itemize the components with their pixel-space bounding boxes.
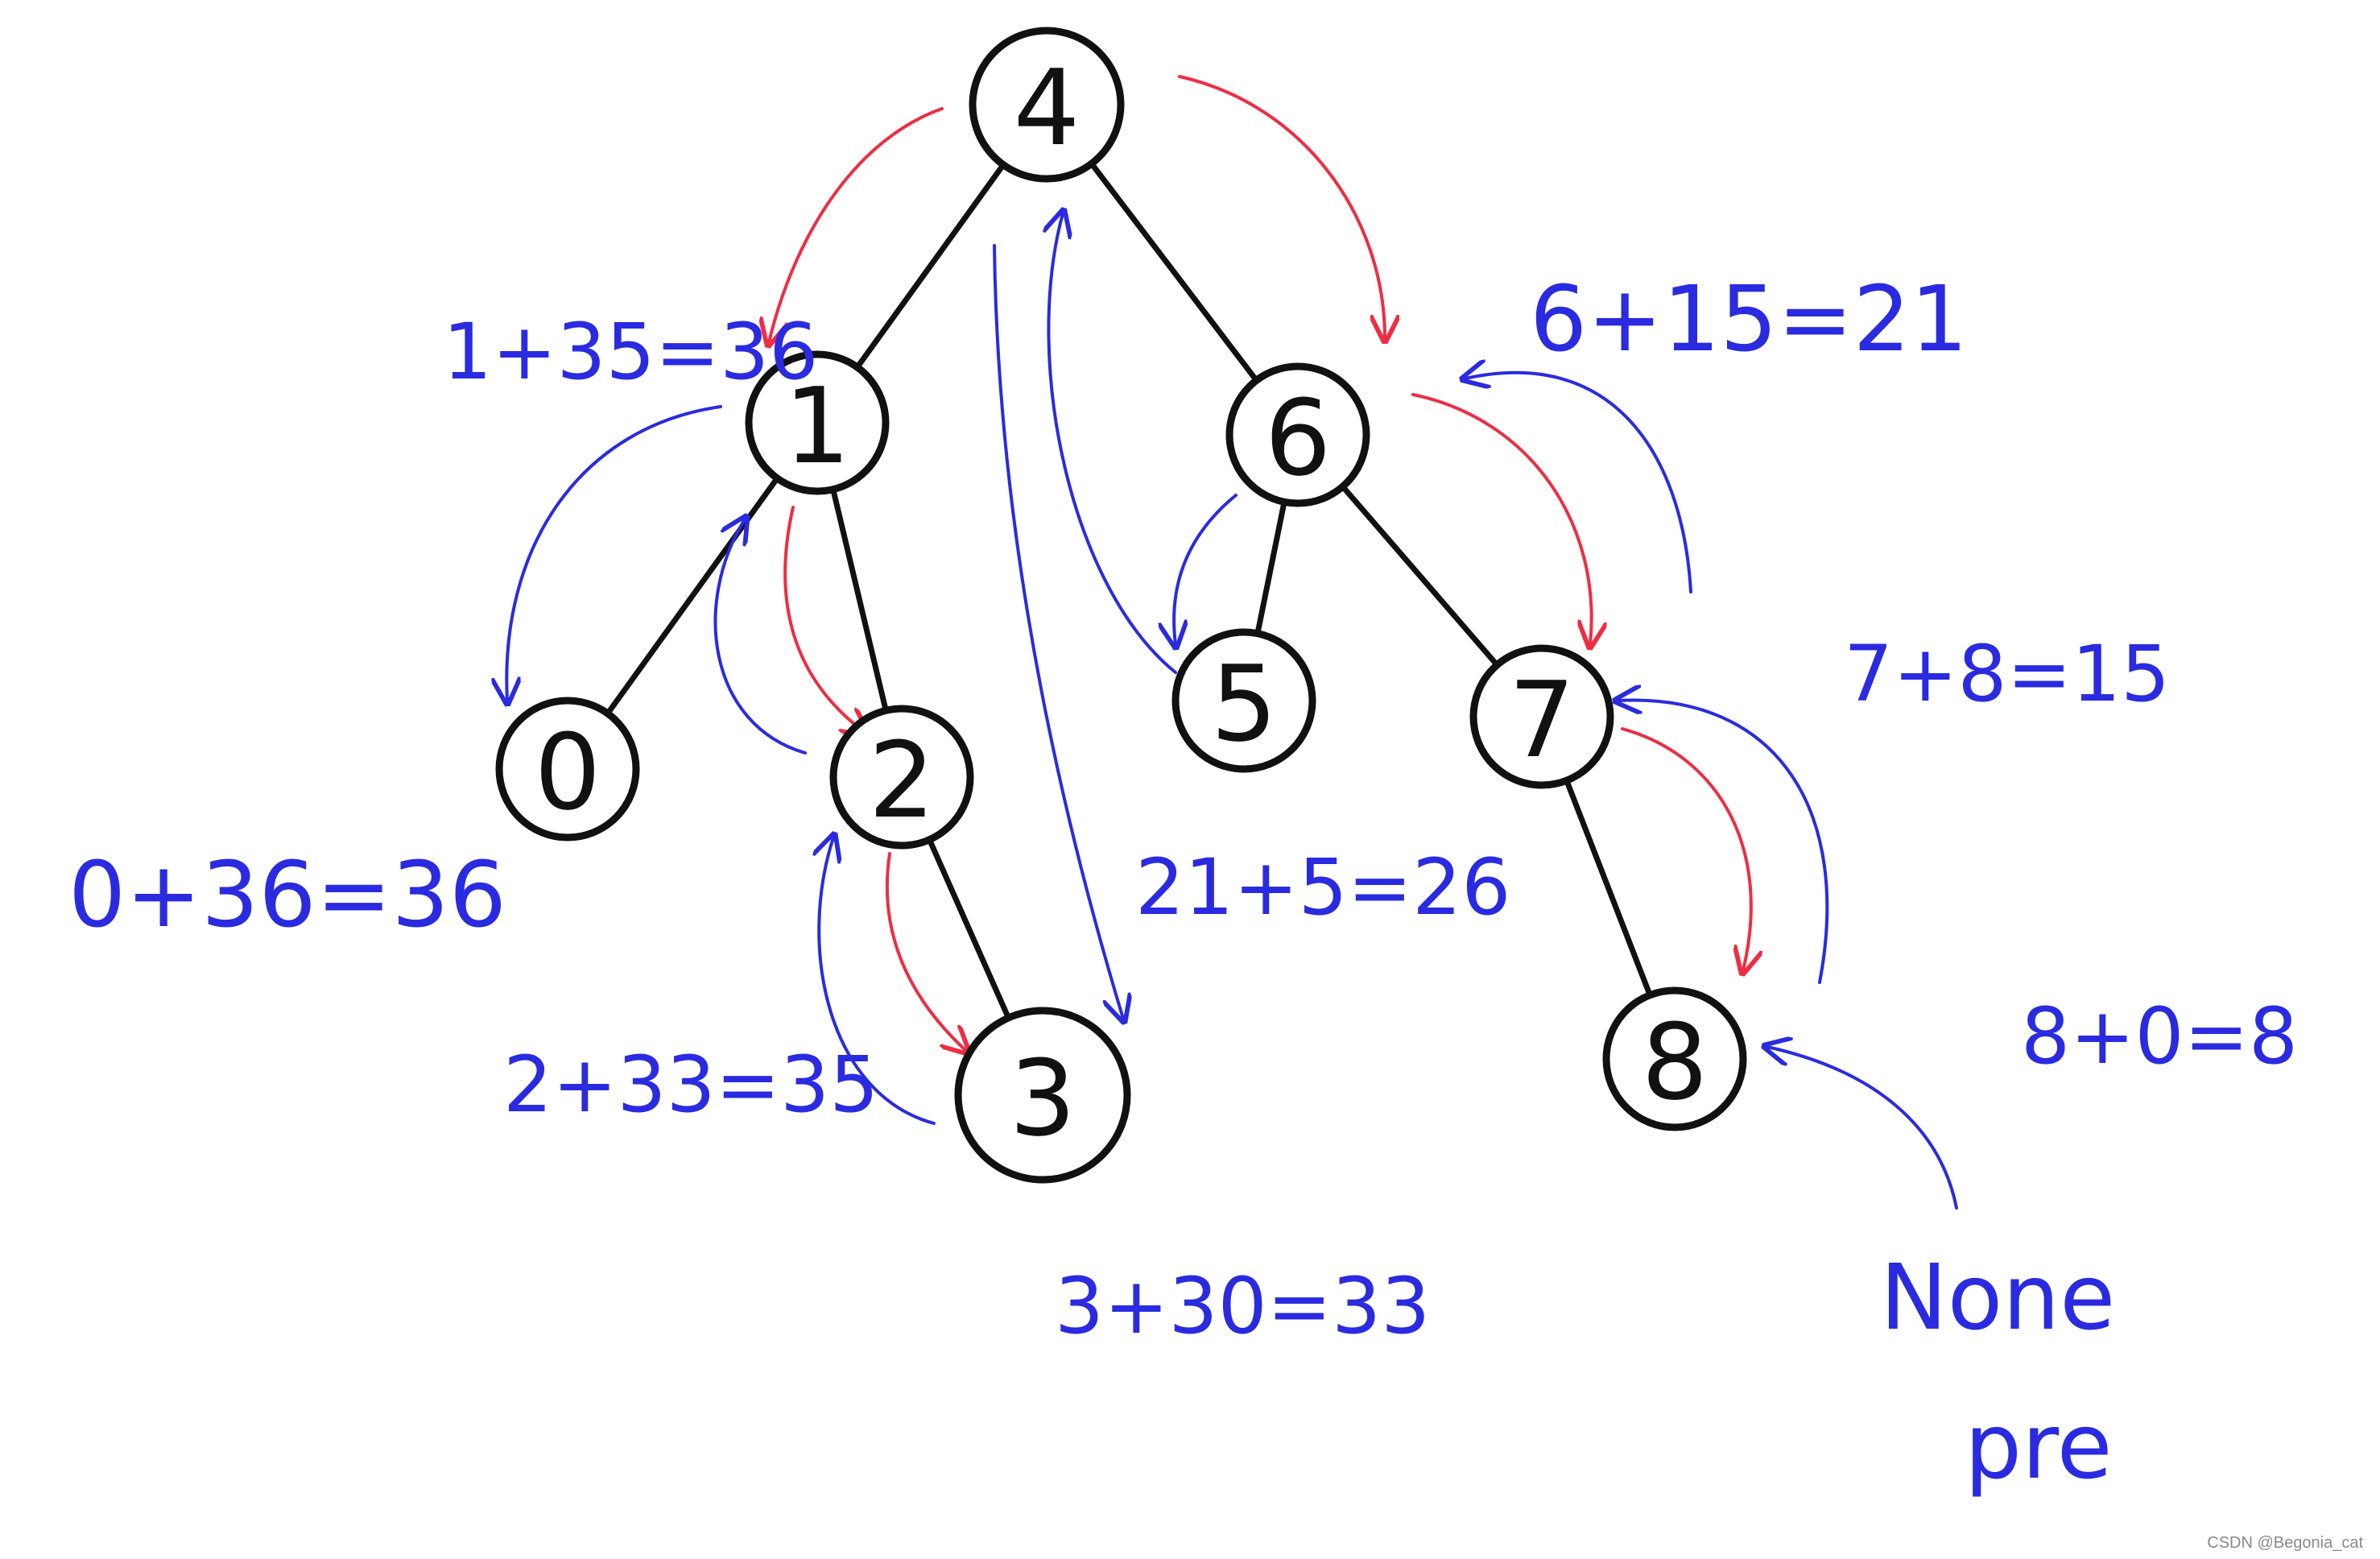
- annotation-node-5: 21+5=26: [1135, 842, 1510, 933]
- blue-arrow-5-to-4: [1048, 213, 1177, 674]
- node-label-4: 4: [1014, 47, 1081, 169]
- blue-arrow-4-to-3: [993, 244, 1123, 1019]
- red-arrow-1-to-2: [783, 506, 866, 733]
- node-circle-5: [1171, 628, 1316, 773]
- blue-arrow-8-to-7: [1618, 701, 1829, 984]
- red-arrow-4-to-1: [769, 107, 944, 342]
- edge-6-5: [1254, 498, 1287, 637]
- edge-7-8: [1564, 777, 1653, 999]
- node-8: 8: [1602, 986, 1747, 1131]
- node-circle-8: [1602, 986, 1747, 1131]
- red-arrow-7-to-8: [1621, 727, 1751, 970]
- edge-6-7: [1340, 483, 1500, 668]
- node-circle-7: [1469, 644, 1614, 789]
- node-circle-6: [1225, 362, 1370, 507]
- blue-arrow-1-to-0: [506, 405, 722, 701]
- none-label: None: [1880, 1246, 2115, 1350]
- node-circle-2: [829, 705, 974, 850]
- edge-1-2: [830, 486, 889, 713]
- annotation-node-0: 0+36=36: [68, 843, 506, 948]
- edge-1-0: [605, 475, 780, 717]
- node-5: 5: [1171, 628, 1316, 773]
- watermark: CSDN @Begonia_cat: [2207, 1534, 2363, 1552]
- node-label-1: 1: [784, 365, 851, 487]
- annotation-node-2: 2+33=35: [503, 1040, 878, 1130]
- blue-arrow-2-to-1: [713, 519, 807, 755]
- blue-arrow-7-to-6: [1465, 373, 1692, 593]
- blue-propagation-arrows: [506, 213, 1958, 1210]
- node-label-3: 3: [1010, 1037, 1076, 1160]
- node-0: 0: [495, 697, 640, 842]
- node-4: 4: [969, 27, 1125, 183]
- tree-nodes: 4 1 6 0 2 5 7 3 8: [495, 27, 1747, 1184]
- node-circle-4: [969, 27, 1125, 183]
- annotation-node-8: 8+0=8: [2021, 991, 2298, 1081]
- node-2: 2: [829, 705, 974, 850]
- annotation-node-1: 1+35=36: [443, 307, 818, 397]
- node-circle-0: [495, 697, 640, 842]
- node-1: 1: [745, 350, 890, 495]
- node-6: 6: [1225, 362, 1370, 507]
- blue-arrow-none-to-8: [1767, 1047, 1958, 1210]
- pre-label: pre: [1965, 1395, 2113, 1499]
- node-label-6: 6: [1265, 377, 1332, 499]
- sum-annotations: 1+35=36 0+36=36 2+33=35 3+30=33 21+5=26 …: [68, 267, 2298, 1499]
- node-label-7: 7: [1509, 659, 1576, 781]
- node-label-2: 2: [869, 719, 936, 842]
- node-label-5: 5: [1211, 643, 1278, 765]
- node-label-8: 8: [1642, 1001, 1709, 1123]
- annotation-node-3: 3+30=33: [1055, 1261, 1430, 1351]
- node-3: 3: [954, 1007, 1131, 1184]
- annotation-node-6: 6+15=21: [1530, 267, 1968, 372]
- annotation-node-7: 7+8=15: [1844, 629, 2170, 719]
- red-arrow-6-to-7: [1411, 393, 1592, 644]
- red-arrow-4-to-6: [1178, 75, 1385, 338]
- edge-2-3: [926, 837, 1011, 1021]
- node-circle-3: [954, 1007, 1131, 1184]
- edge-4-1: [854, 162, 1006, 370]
- blue-arrow-3-to-2: [819, 837, 936, 1125]
- edge-4-6: [1089, 160, 1260, 383]
- node-circle-1: [745, 350, 890, 495]
- node-7: 7: [1469, 644, 1614, 789]
- red-arrow-2-to-3: [885, 852, 966, 1051]
- red-traversal-arrows: [769, 75, 1751, 1051]
- node-label-0: 0: [535, 711, 601, 833]
- blue-arrow-6-to-5: [1174, 494, 1238, 644]
